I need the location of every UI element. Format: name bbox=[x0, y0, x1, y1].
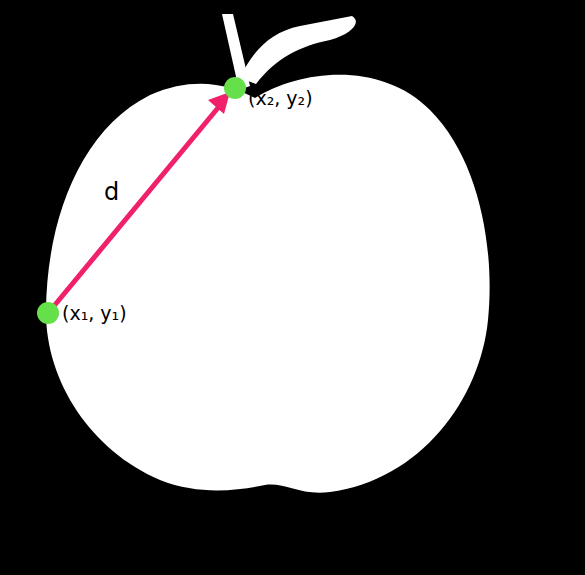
distance-arrow bbox=[54, 103, 222, 306]
point-label: (x₁, y₁) bbox=[62, 304, 127, 323]
apple-body bbox=[46, 75, 490, 493]
apple-leaf bbox=[240, 16, 356, 84]
distance-label: d bbox=[104, 180, 119, 204]
point-marker bbox=[224, 77, 246, 99]
point-label: (x₂, y₂) bbox=[248, 89, 313, 108]
point-marker bbox=[37, 302, 59, 324]
arrowhead bbox=[208, 92, 230, 114]
